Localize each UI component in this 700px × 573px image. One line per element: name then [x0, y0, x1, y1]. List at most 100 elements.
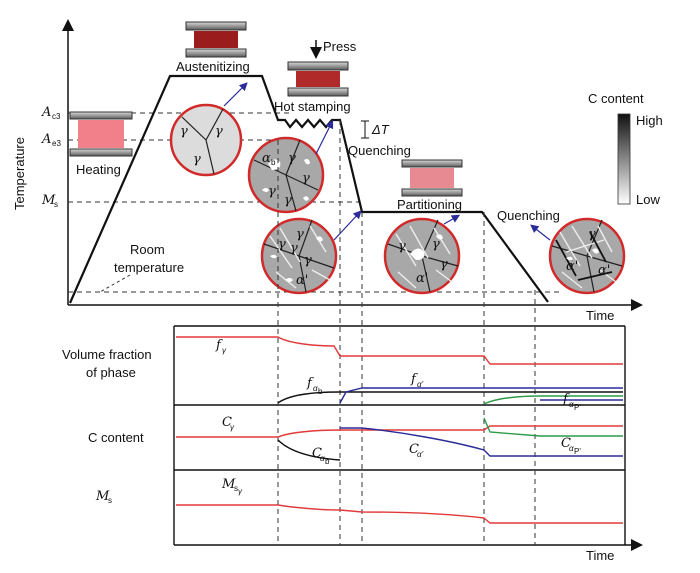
- ae3-label: A e3: [41, 132, 61, 148]
- microstructure-partitioning: γ γ γ α': [383, 217, 461, 295]
- svg-text:s: s: [234, 484, 238, 493]
- svg-text:C: C: [561, 436, 571, 451]
- hot-stamping-die-icon: [287, 61, 349, 97]
- curve-c-gamma: [176, 425, 623, 438]
- partitioning-label: Partitioning: [397, 197, 462, 212]
- svg-text:α': α': [598, 263, 610, 278]
- svg-text:M: M: [95, 489, 110, 504]
- svg-text:γ: γ: [288, 151, 296, 166]
- temperature-axis-label: Temperature: [12, 137, 27, 210]
- svg-text:s: s: [108, 496, 112, 505]
- label-c-alpha-p-prime: C α P': [561, 436, 581, 456]
- svg-text:A: A: [41, 132, 51, 147]
- room-temperature-label-1: Room: [130, 242, 165, 257]
- label-ms-gamma: M s γ: [221, 477, 243, 496]
- arrow-martensite: [333, 210, 362, 241]
- austenitizing-furnace-icon: [185, 21, 247, 58]
- svg-text:M: M: [41, 193, 56, 208]
- svg-text:α': α': [296, 273, 308, 288]
- room-temperature-leader: [99, 274, 131, 293]
- quenching-label-1: Quenching: [348, 143, 411, 158]
- arrow-partitioning: [443, 214, 461, 225]
- row-label-volume-2: of phase: [86, 365, 136, 380]
- microstructure-bainite: α b γ γ γ γ: [247, 136, 325, 214]
- label-c-alpha-b: C α b: [312, 446, 330, 466]
- curve-f-alpha-prime: [339, 387, 623, 404]
- svg-text:γ: γ: [398, 239, 406, 254]
- svg-text:A: A: [41, 105, 51, 120]
- svg-text:γ: γ: [222, 346, 227, 355]
- label-f-alpha-b: f α b: [306, 376, 323, 396]
- time-label-bottom: Time: [586, 548, 614, 563]
- svg-text:γ: γ: [296, 227, 304, 242]
- label-c-alpha-prime: C α': [409, 442, 424, 459]
- room-temperature-label-2: temperature: [114, 260, 184, 275]
- curve-f-alpha-p-prime: [483, 395, 623, 405]
- svg-text:γ: γ: [440, 257, 448, 272]
- svg-text:α: α: [569, 400, 574, 409]
- stage-separators: [277, 120, 536, 545]
- delta-t-label: ΔT: [371, 122, 390, 137]
- arrow-austenite: [223, 82, 248, 107]
- svg-text:γ: γ: [278, 237, 286, 252]
- svg-text:α': α': [566, 259, 578, 274]
- quenching-label-2: Quenching: [497, 208, 560, 223]
- svg-text:α': α': [416, 271, 428, 286]
- time-label-top: Time: [586, 308, 614, 323]
- legend-low: Low: [636, 192, 660, 207]
- microstructure-austenite: γ γ γ: [169, 103, 243, 177]
- svg-text:α: α: [262, 151, 271, 166]
- svg-text:C: C: [222, 415, 232, 430]
- svg-text:γ: γ: [193, 152, 201, 167]
- press-label: Press: [323, 39, 357, 54]
- svg-text:γ: γ: [588, 227, 596, 242]
- svg-text:γ: γ: [302, 171, 310, 186]
- ac3-label: A c3: [41, 105, 61, 121]
- partitioning-furnace-icon: [401, 159, 463, 197]
- svg-text:γ: γ: [432, 237, 440, 252]
- svg-text:α: α: [569, 444, 574, 453]
- svg-text:C: C: [409, 442, 419, 457]
- svg-text:s: s: [54, 200, 58, 209]
- evolution-frame: [173, 325, 626, 545]
- svg-text:M: M: [221, 477, 236, 492]
- label-f-gamma: f γ: [215, 338, 227, 355]
- curve-c-alpha-prime: [340, 427, 623, 457]
- svg-text:f: f: [215, 338, 223, 353]
- curve-c-alpha-p-prime: [483, 417, 623, 437]
- svg-text:f: f: [306, 376, 314, 391]
- svg-text:γ: γ: [215, 124, 223, 139]
- svg-text:γ: γ: [238, 487, 243, 496]
- row-label-c-content: C content: [88, 430, 144, 445]
- svg-text:α': α': [417, 380, 424, 389]
- microstructure-final: γ α' α': [548, 217, 626, 295]
- curve-c-alpha-b: [277, 439, 341, 461]
- svg-text:f: f: [410, 372, 418, 387]
- svg-text:γ: γ: [268, 184, 276, 199]
- svg-text:C: C: [312, 446, 322, 461]
- hot-stamping-label: Hot stamping: [274, 99, 351, 114]
- ms-label: M s: [41, 193, 58, 209]
- label-f-alpha-p-prime: f α P': [562, 392, 581, 412]
- row-label-ms: M s: [95, 489, 112, 505]
- svg-text:b: b: [325, 457, 330, 466]
- microstructure-martensite: γ γ γ γ α': [260, 217, 338, 295]
- svg-text:c3: c3: [52, 112, 61, 121]
- svg-text:α: α: [320, 454, 325, 463]
- curve-f-gamma: [176, 336, 623, 365]
- arrow-bainite: [315, 119, 334, 155]
- thermal-profile-curve: [68, 74, 549, 304]
- austenitizing-label: Austenitizing: [176, 59, 250, 74]
- svg-text:b: b: [318, 387, 323, 396]
- svg-text:e3: e3: [52, 139, 61, 148]
- svg-text:γ: γ: [284, 193, 292, 208]
- svg-text:γ: γ: [180, 124, 188, 139]
- svg-text:γ: γ: [304, 253, 312, 268]
- label-c-gamma: C γ: [222, 415, 235, 432]
- arrow-final: [530, 224, 551, 241]
- svg-text:γ: γ: [230, 423, 235, 432]
- legend-title: C content: [588, 91, 644, 106]
- svg-text:f: f: [562, 392, 570, 407]
- c-content-gradient-bar: [617, 113, 631, 205]
